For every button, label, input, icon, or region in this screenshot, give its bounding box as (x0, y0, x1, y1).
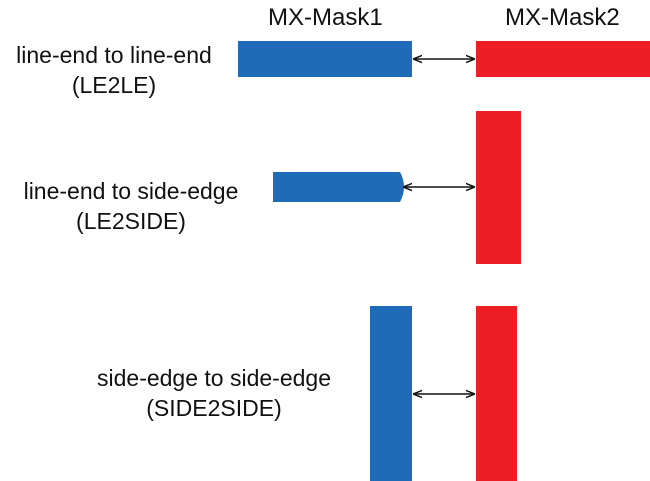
mask2-line-le2le (476, 41, 650, 77)
mx-mask2-header: MX-Mask2 (505, 4, 620, 31)
le2side-title: line-end to side-edge (23, 178, 239, 204)
side2side-title: side-edge to side-edge (97, 365, 331, 391)
mx-mask1-header: MX-Mask1 (268, 4, 383, 31)
le2side-code: (LE2SIDE) (76, 208, 186, 234)
le2le-code: (LE2LE) (71, 72, 157, 98)
side2side-code: (SIDE2SIDE) (146, 395, 282, 421)
le2le-title: line-end to line-end (16, 42, 212, 68)
mask2-line-side2side (476, 306, 517, 481)
mask1-line-side2side (370, 306, 412, 481)
mask1-line-le2side (273, 172, 404, 202)
mask1-line-le2le (238, 41, 412, 77)
le2le-label: line-end to line-end (LE2LE) (0, 40, 228, 100)
mask2-line-le2side (476, 111, 521, 264)
side2side-label: side-edge to side-edge (SIDE2SIDE) (70, 363, 358, 423)
le2side-label: line-end to side-edge (LE2SIDE) (0, 176, 262, 236)
